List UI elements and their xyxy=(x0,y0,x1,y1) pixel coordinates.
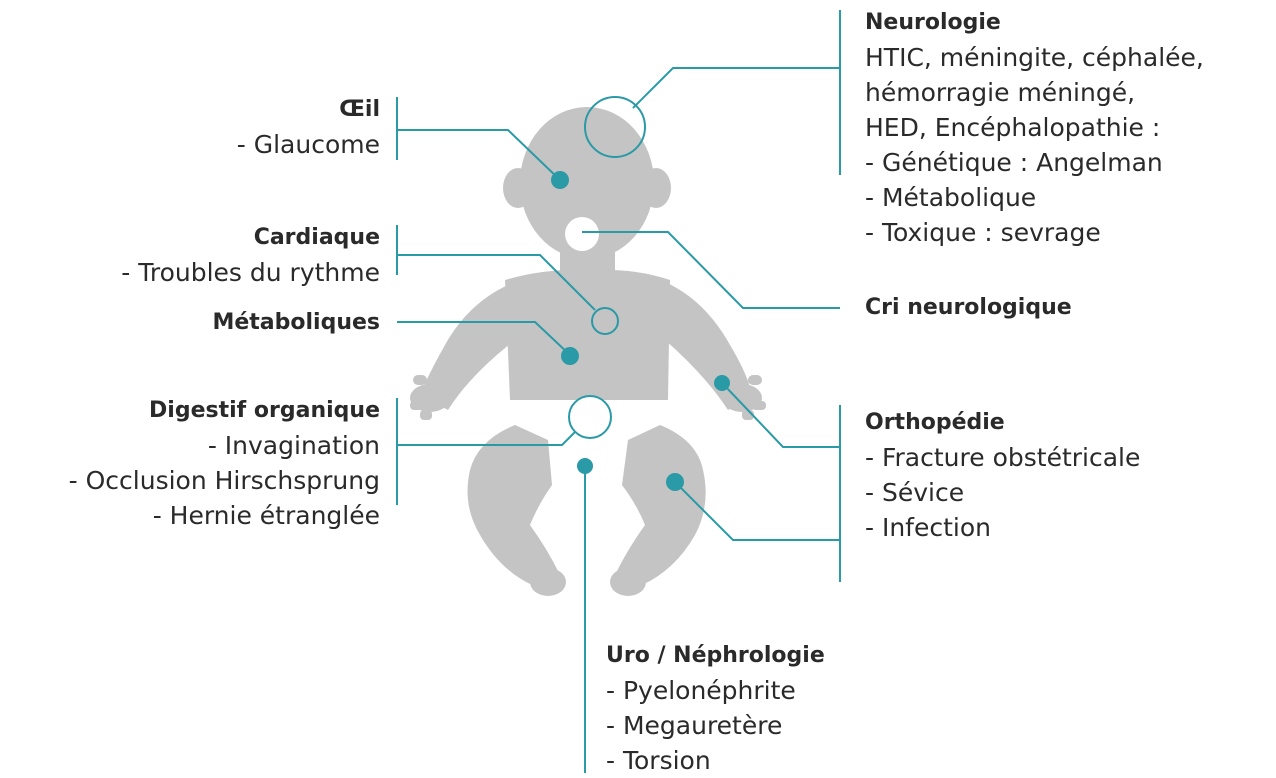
baby-finger xyxy=(410,401,424,410)
label-digestif-title: Digestif organique xyxy=(69,393,380,428)
infection-dot xyxy=(666,473,684,491)
baby-finger xyxy=(420,410,432,420)
uro-dot xyxy=(577,458,593,474)
label-uro: Uro / Néphrologie - Pyelonéphrite - Mega… xyxy=(606,638,825,778)
baby-foot-left xyxy=(530,568,566,596)
label-oeil-title: Œil xyxy=(237,92,380,127)
label-oeil-item: - Glaucome xyxy=(237,127,380,162)
label-metaboliques-title: Métaboliques xyxy=(212,305,380,340)
label-oeil: Œil - Glaucome xyxy=(237,92,380,162)
label-digestif: Digestif organique - Invagination - Occl… xyxy=(69,393,380,533)
label-metaboliques: Métaboliques xyxy=(212,305,380,340)
baby-torso xyxy=(505,270,670,400)
label-neurologie: Neurologie HTIC, méningite, céphalée, hé… xyxy=(865,5,1204,250)
baby-silhouette xyxy=(410,107,766,596)
neurologie-connector xyxy=(633,68,840,108)
label-orthopedie-item: - Fracture obstétricale xyxy=(865,440,1140,475)
label-cardiaque-title: Cardiaque xyxy=(121,220,380,255)
baby-finger xyxy=(748,375,762,385)
label-cardiaque-item: - Troubles du rythme xyxy=(121,255,380,290)
baby-leg-left xyxy=(468,425,560,585)
label-digestif-item: - Occlusion Hirschsprung xyxy=(69,463,380,498)
baby-leg-right xyxy=(615,425,706,585)
label-cardiaque: Cardiaque - Troubles du rythme xyxy=(121,220,380,290)
orthopedie-dot xyxy=(714,375,730,391)
baby-ear-left xyxy=(503,168,533,208)
label-orthopedie-item: - Sévice xyxy=(865,475,1140,510)
label-digestif-item: - Hernie étranglée xyxy=(69,498,380,533)
label-orthopedie: Orthopédie - Fracture obstétricale - Sév… xyxy=(865,405,1140,545)
label-neurologie-item: hémorragie méningé, xyxy=(865,75,1204,110)
mouth-marker xyxy=(565,217,599,251)
label-neurologie-item: HED, Encéphalopathie : xyxy=(865,110,1204,145)
label-neurologie-item: - Toxique : sevrage xyxy=(865,215,1204,250)
label-neurologie-item: - Génétique : Angelman xyxy=(865,145,1204,180)
label-uro-item: - Pyelonéphrite xyxy=(606,673,825,708)
baby-ear-right xyxy=(641,168,671,208)
baby-foot-right xyxy=(610,568,646,596)
label-uro-item: - Megauretère xyxy=(606,708,825,743)
label-orthopedie-title: Orthopédie xyxy=(865,405,1140,440)
metaboliques-dot xyxy=(561,347,579,365)
label-cri: Cri neurologique xyxy=(865,290,1072,325)
label-neurologie-item: - Métabolique xyxy=(865,180,1204,215)
label-orthopedie-item: - Infection xyxy=(865,510,1140,545)
baby-finger xyxy=(413,375,427,385)
digestif-ring xyxy=(569,396,611,438)
oeil-dot xyxy=(551,171,569,189)
label-neurologie-item: HTIC, méningite, céphalée, xyxy=(865,40,1204,75)
baby-finger xyxy=(752,401,766,410)
label-neurologie-title: Neurologie xyxy=(865,5,1204,40)
label-digestif-item: - Invagination xyxy=(69,428,380,463)
label-cri-title: Cri neurologique xyxy=(865,290,1072,325)
label-uro-title: Uro / Néphrologie xyxy=(606,638,825,673)
